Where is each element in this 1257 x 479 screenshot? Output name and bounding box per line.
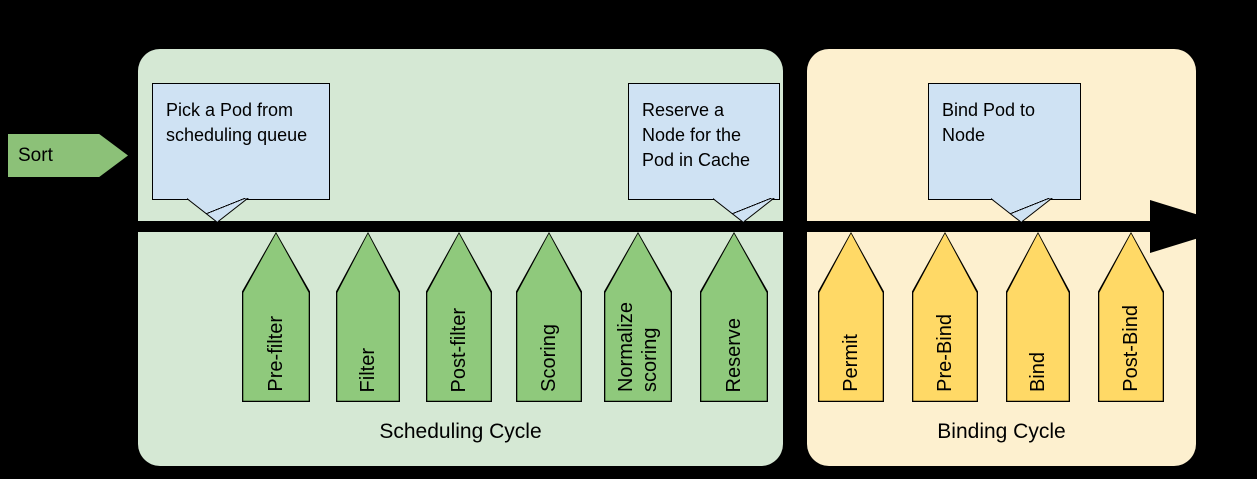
callout-pick-pod: Pick a Pod from scheduling queue: [152, 83, 330, 222]
plugin-label-wrap: Post-filter: [426, 262, 492, 392]
plugin-label: Reserve: [723, 317, 745, 392]
plugin-label: Post-Bind: [1120, 305, 1142, 392]
plugin-reserve: Reserve: [700, 232, 768, 402]
plugin-post-bind: Post-Bind: [1098, 232, 1164, 402]
callout-text: Reserve a Node for the Pod in Cache: [642, 100, 751, 170]
plugin-scoring: Scoring: [516, 232, 582, 402]
plugin-label-wrap: Permit: [818, 262, 884, 392]
callout-tail-edge-right: [1022, 198, 1053, 222]
plugin-label: Permit: [840, 334, 862, 392]
plugin-label: Post-filter: [448, 307, 470, 392]
plugin-filter: Filter: [336, 232, 400, 402]
callout-reserve-node: Reserve a Node for the Pod in Cache: [628, 83, 780, 222]
plugin-label: Pre-filter: [265, 316, 287, 392]
plugin-label: Bind: [1027, 351, 1049, 392]
timeline-bar-scheduling: [138, 221, 783, 232]
callout-tail-edge-left: [713, 198, 744, 222]
plugin-permit: Permit: [818, 232, 884, 402]
plugin-label-wrap: Pre-Bind: [912, 262, 978, 392]
timeline-bar-binding: [807, 221, 1154, 232]
plugin-pre-bind: Pre-Bind: [912, 232, 978, 402]
callout-tail-edge-right: [744, 198, 775, 222]
callout-tail-edge-left: [991, 198, 1022, 222]
plugin-post-filter: Post-filter: [426, 232, 492, 402]
scheduling-cycle-caption: Scheduling Cycle: [379, 420, 542, 443]
plugin-pre-filter: Pre-filter: [242, 232, 310, 402]
sort-entry-arrow: Sort: [8, 134, 128, 177]
sort-arrow-label: Sort: [18, 145, 53, 166]
callout-tail-edge-right: [218, 198, 249, 222]
plugin-label-wrap: Filter: [336, 262, 400, 392]
callout-text: Bind Pod to Node: [942, 100, 1036, 145]
plugin-label-wrap: Scoring: [516, 262, 582, 392]
plugin-normalize-scoring: Normalize scoring: [604, 232, 672, 402]
callout-bind-pod: Bind Pod to Node: [928, 83, 1081, 222]
plugin-label-wrap: Reserve: [700, 262, 768, 392]
callout-text: Pick a Pod from scheduling queue: [166, 100, 308, 145]
callout-tail-edge-left: [187, 198, 218, 222]
plugin-label-wrap: Bind: [1006, 262, 1070, 392]
binding-cycle-caption: Binding Cycle: [937, 420, 1066, 443]
sort-arrow-shape: [8, 134, 128, 177]
plugin-bind: Bind: [1006, 232, 1070, 402]
plugin-label-wrap: Post-Bind: [1098, 262, 1164, 392]
plugin-label-wrap: Pre-filter: [242, 262, 310, 392]
plugin-label: Scoring: [538, 324, 560, 392]
plugin-label-wrap: Normalize scoring: [604, 262, 672, 392]
plugin-label: Pre-Bind: [934, 314, 956, 392]
plugin-label: Normalize scoring: [615, 301, 661, 392]
plugin-label: Filter: [357, 347, 379, 392]
